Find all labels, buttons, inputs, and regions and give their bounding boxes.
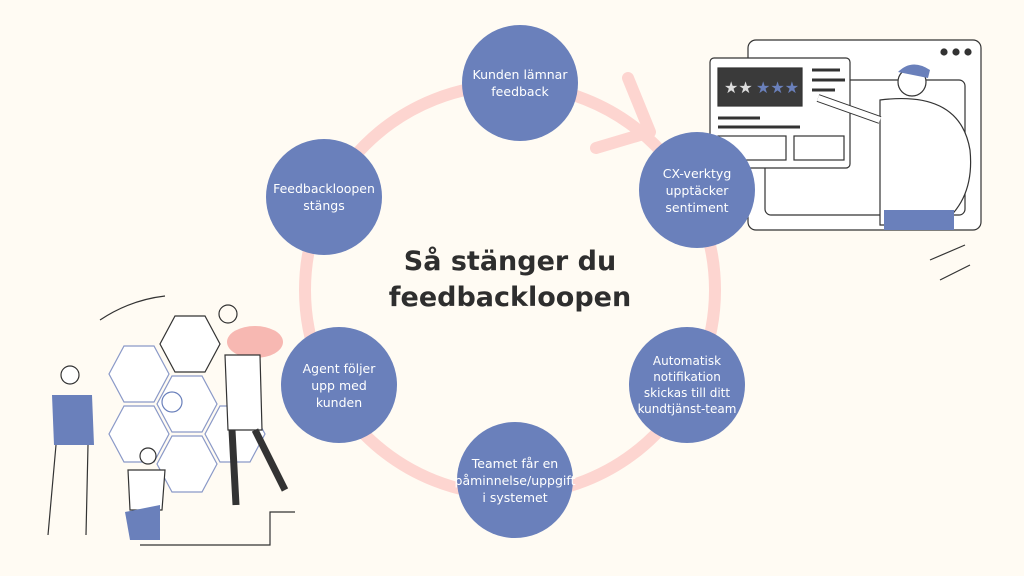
step-label: Automatisk notifikation skickas till dit… bbox=[637, 354, 737, 416]
title-line-2: feedbackloopen bbox=[388, 282, 632, 313]
svg-text:★★: ★★ bbox=[724, 78, 753, 97]
title-line-1: Så stänger du bbox=[403, 246, 617, 277]
step-customer-feedback: Kunden lämnar feedback bbox=[462, 25, 578, 141]
step-label: Agent följer upp med kunden bbox=[302, 360, 376, 410]
browser-illustration: ★★ ★★★ bbox=[709, 39, 982, 281]
step-notification: Automatisk notifikation skickas till dit… bbox=[629, 327, 745, 443]
step-loop-closed: Feedbackloopen stängs bbox=[266, 139, 382, 255]
cycle-arrow-icon bbox=[590, 72, 656, 154]
step-label: Teamet får en påminnelse/uppgift i syste… bbox=[454, 455, 576, 505]
step-cx-tool: CX-verktyg upptäcker sentiment bbox=[639, 132, 755, 248]
svg-text:★★★: ★★★ bbox=[756, 78, 799, 97]
step-label: Feedbackloopen stängs bbox=[273, 181, 375, 213]
step-label: CX-verktyg upptäcker sentiment bbox=[662, 165, 732, 215]
step-agent-follow-up: Agent följer upp med kunden bbox=[281, 327, 397, 443]
step-team-reminder: Teamet får en påminnelse/uppgift i syste… bbox=[454, 422, 576, 538]
page-title: Så stänger du feedbackloopen bbox=[380, 244, 640, 316]
step-label: Kunden lämnar feedback bbox=[472, 67, 568, 99]
team-illustration bbox=[47, 295, 295, 546]
